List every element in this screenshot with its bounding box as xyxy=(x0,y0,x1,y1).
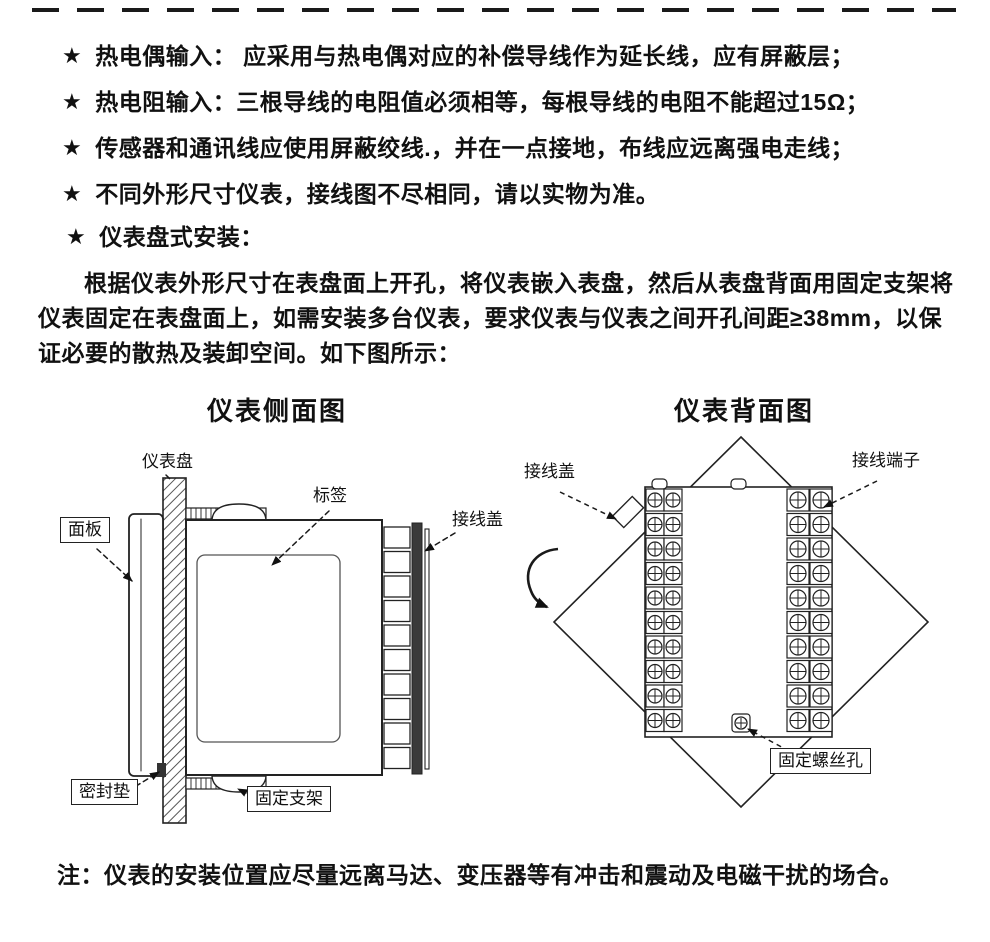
bullet-item-5: ★ 仪表盘式安装： xyxy=(66,223,264,251)
bullet-text: 传感器和通讯线应使用屏蔽绞线.，并在一点接地，布线应远离强电走线； xyxy=(95,135,855,161)
label-tag: 标签 xyxy=(313,486,347,505)
back-view-leaders xyxy=(559,480,878,752)
label-wiring-cover-side: 接线盖 xyxy=(452,510,503,529)
terminal-strip xyxy=(644,478,833,738)
label-terminals: 接线端子 xyxy=(852,451,920,470)
label-front-panel: 面板 xyxy=(60,517,110,543)
bullet-text: 不同外形尺寸仪表，接线图不尽相同，请以实物为准。 xyxy=(95,181,660,207)
rotation-arrow-icon xyxy=(526,547,559,609)
side-view-diagram xyxy=(96,474,456,824)
label-screw-hole: 固定螺丝孔 xyxy=(770,748,871,774)
bracket-screw-top xyxy=(185,503,267,521)
bullet-item-3: ★ 传感器和通讯线应使用屏蔽绞线.，并在一点接地，布线应远离强电走线； xyxy=(62,134,854,162)
wiring-cover-plate xyxy=(411,522,423,775)
label-bracket: 固定支架 xyxy=(247,786,331,812)
side-view-title: 仪表侧面图 xyxy=(207,397,348,426)
bullet-text: 仪表盘式安装： xyxy=(99,224,264,250)
wiring-cover-clip xyxy=(611,495,645,529)
bullet-text: 热电阻输入：三根导线的电阻值必须相等，每根导线的电阻不能超过15Ω； xyxy=(95,89,870,115)
panel-board-shape xyxy=(162,477,187,824)
label-seal-gasket: 密封垫 xyxy=(71,779,138,805)
terminal-slats xyxy=(383,526,411,770)
star-icon: ★ xyxy=(62,135,83,160)
back-view-diagram xyxy=(526,435,930,809)
front-panel-shape xyxy=(128,513,164,777)
seal-gasket-shape xyxy=(157,763,166,777)
bullet-item-4: ★ 不同外形尺寸仪表，接线图不尽相同，请以实物为准。 xyxy=(62,180,659,208)
install-paragraph: 根据仪表外形尺寸在表盘面上开孔，将仪表嵌入表盘，然后从表盘背面用固定支架将仪表固… xyxy=(38,270,954,366)
bracket-screw-bottom xyxy=(185,775,267,793)
wiring-cover-edge xyxy=(424,528,430,770)
fixing-screw-hole-shape xyxy=(731,713,751,733)
top-dashed-divider xyxy=(32,8,956,12)
star-icon: ★ xyxy=(62,43,83,68)
side-view-leaders xyxy=(96,474,456,798)
label-wiring-cover-back: 接线盖 xyxy=(524,462,575,481)
star-icon: ★ xyxy=(66,224,87,249)
back-view-title: 仪表背面图 xyxy=(674,397,815,426)
label-panel-board: 仪表盘 xyxy=(142,452,193,471)
instrument-label-area xyxy=(196,554,341,743)
star-icon: ★ xyxy=(62,181,83,206)
note-text: 注：仪表的安装位置应尽量远离马达、变压器等有冲击和震动及电磁干扰的场合。 xyxy=(57,862,903,888)
bullet-item-2: ★ 热电阻输入：三根导线的电阻值必须相等，每根导线的电阻不能超过15Ω； xyxy=(62,88,869,116)
star-icon: ★ xyxy=(62,89,83,114)
bullet-item-1: ★ 热电偶输入： 应采用与热电偶对应的补偿导线作为延长线，应有屏蔽层； xyxy=(62,42,854,70)
bullet-text: 热电偶输入： 应采用与热电偶对应的补偿导线作为延长线，应有屏蔽层； xyxy=(95,43,855,69)
